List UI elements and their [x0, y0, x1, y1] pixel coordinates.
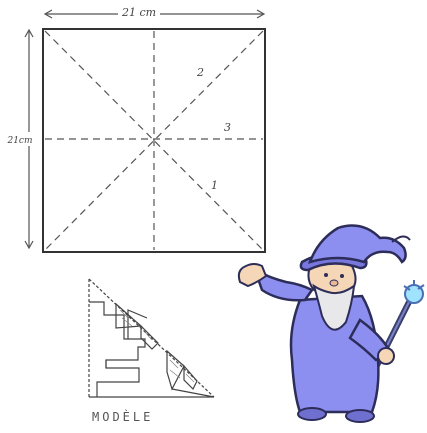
- wizard-hat: [307, 224, 407, 264]
- fold-line-diagonal-2: [44, 30, 264, 251]
- model-hatching: [119, 309, 195, 383]
- model-caption: MODÈLE: [92, 410, 154, 424]
- wizard-hand: [237, 263, 268, 288]
- wizard-mascot: [237, 224, 425, 423]
- fold-line-diagonal-1: [44, 30, 264, 251]
- square-diagram: 21 cm 21cm 2 3 1: [4, 4, 266, 253]
- fold-label-1: 1: [211, 179, 218, 192]
- fold-label-2: 2: [196, 66, 204, 79]
- fold-label-3: 3: [224, 121, 231, 134]
- model-drawing: [88, 278, 215, 398]
- fold-lines: [44, 30, 264, 251]
- height-label: 21cm: [6, 136, 32, 146]
- paper-square: [42, 28, 266, 253]
- width-label: 21 cm: [121, 6, 156, 19]
- wizard-beard: [312, 283, 356, 331]
